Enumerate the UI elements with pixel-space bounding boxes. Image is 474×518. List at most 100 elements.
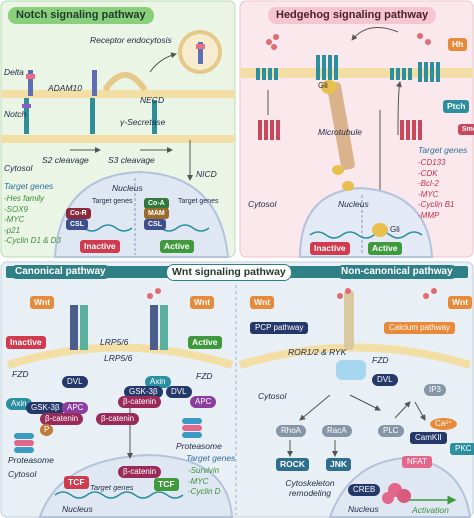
bcat-mid: β-catenin	[96, 413, 140, 425]
ror-label: ROR1/2 & RYK	[288, 347, 347, 357]
canonical-gene-0: -Survivin	[188, 466, 220, 475]
wnt-title: Wnt signaling pathway	[166, 264, 292, 281]
csl-badge-right: CSL	[144, 219, 166, 230]
noncanon-nucleus-label: Nucleus	[348, 504, 379, 514]
rhoa-badge: RhoA	[276, 425, 307, 437]
adam10-label: ADAM10	[48, 83, 83, 93]
hh-ligand-3	[271, 44, 277, 50]
cyto-remodel-label: Cytoskeleton remodeling	[285, 478, 335, 498]
lrp-label-right: LRP5/6	[104, 353, 133, 363]
notch-nucleus-label: Nucleus	[112, 183, 143, 193]
wnt-noncanon-right-badge: Wnt	[448, 296, 473, 309]
activation-label: Activation	[412, 505, 449, 515]
noncanonical-membrane	[238, 343, 472, 369]
wnt-dot-5	[423, 293, 429, 299]
hh-gene-0: -CD133	[418, 158, 446, 167]
hh-arrow-top	[351, 27, 399, 41]
raca-badge: RacA	[322, 425, 352, 437]
dvl-right: DVL	[166, 386, 192, 398]
hh-target-genes-label: Target genes	[418, 145, 468, 155]
notch-nucleus	[53, 170, 230, 258]
nicd-label: NICD	[196, 169, 217, 179]
notch-target-genes-list: -Hes family -SOX9 -MYC -p21 -Cyclin D1 &…	[4, 194, 61, 247]
axin-right: Axin	[145, 376, 171, 388]
notch-inactive-badge: Inactive	[80, 240, 120, 253]
hh-nucleus	[298, 186, 434, 258]
wnt-panel	[0, 261, 474, 518]
canonical-gene-1: -MYC	[188, 476, 209, 486]
pkc-badge: PKC	[450, 443, 474, 455]
ip3-badge: IP3	[424, 384, 447, 396]
creb-badge: CREB	[348, 484, 381, 496]
gamma-secretase-label: γ-Secretase	[120, 117, 166, 127]
hh-cytosol-label: Cytosol	[248, 199, 277, 209]
wnt-noncanon-left-badge: Wnt	[250, 296, 275, 309]
hh-ptch-arrow	[395, 81, 402, 136]
rock-badge: ROCK	[276, 458, 310, 471]
wnt-active-badge: Active	[188, 336, 222, 349]
plc-badge: PLC	[378, 425, 404, 437]
notch-gene-2: -MYC	[4, 215, 25, 224]
wnt-dot-3	[337, 293, 343, 299]
tcf-right: TCF	[154, 478, 179, 491]
wnt-cytosol-left-label: Cytosol	[8, 469, 37, 479]
hh-gene-2: -Bcl-2	[418, 179, 439, 188]
calcium-pathway-badge: Calcium pathway	[384, 322, 455, 334]
nfat-badge: NFAT	[402, 456, 432, 468]
canonical-dna	[54, 491, 184, 499]
co-a-badge: Co-A	[144, 198, 169, 209]
proteasome-right	[182, 418, 202, 438]
axin-left: Axin	[6, 398, 32, 410]
hh-nucleus-label: Nucleus	[338, 199, 369, 209]
receptor-endocytosis-label: Receptor endocytosis	[90, 35, 172, 45]
canonical-membrane	[6, 343, 234, 369]
hh-inactive-badge: Inactive	[310, 242, 350, 255]
notch-target-genes-label: Target genes	[4, 181, 54, 191]
wnt-inactive-badge: Inactive	[6, 336, 46, 349]
notch-active-badge: Active	[160, 240, 194, 253]
calcium-badge: Ca²⁺	[430, 418, 458, 430]
s2-cleavage-label: S2 cleavage	[42, 155, 89, 165]
wnt-left-badge: Wnt	[30, 296, 55, 309]
mam-badge: MAM	[144, 208, 169, 219]
pcp-pathway-badge: PCP pathway	[250, 322, 309, 334]
plc-ip3-arrow	[394, 401, 411, 419]
gli-top	[321, 80, 337, 94]
wnt-dot-6	[431, 288, 437, 294]
notch-tg-inner-left: Target genes	[92, 198, 133, 205]
wnt-receptors	[70, 290, 366, 380]
wnt-dot-4	[345, 288, 351, 294]
apc-right: APC	[190, 396, 217, 408]
co-r-badge: Co-R	[66, 208, 91, 219]
tcf-left: TCF	[64, 476, 89, 489]
s3-cleavage-label: S3 cleavage	[108, 155, 155, 165]
apc-left: APC	[62, 402, 89, 414]
ptch-badge: Ptch	[443, 100, 470, 113]
hh-gene-1: -CDK	[418, 168, 438, 178]
gsk3b-left: GSK-3β	[26, 402, 65, 414]
fzd-noncanon-label: FZD	[372, 355, 389, 365]
notch-receptors	[22, 42, 205, 134]
hh-membrane	[240, 68, 473, 78]
camkii-badge: CamKII	[410, 432, 447, 444]
notch-lower-membrane	[1, 135, 235, 143]
hh-target-genes-list: -CD133 -CDK -Bcl-2 -MYC -Cyclin B1 -MMP	[418, 158, 454, 221]
wnt-dot-2	[155, 288, 161, 294]
delta-label: Delta	[4, 67, 24, 77]
hh-ligand-1	[266, 39, 272, 45]
gli-nucleus	[372, 223, 388, 237]
hh-ligand-4	[417, 33, 423, 39]
notch-cytosol-label: Cytosol	[4, 163, 33, 173]
gli-mid-1	[332, 165, 344, 175]
notch-gene-4: -Cyclin D1 & D3	[4, 236, 61, 245]
notch-gene-0: -Hes family	[4, 194, 45, 203]
dvl-noncanon: DVL	[372, 374, 398, 386]
ip3-ca-arrow	[414, 401, 426, 421]
hh-dna	[309, 231, 423, 239]
necd-label: NECD	[140, 95, 165, 105]
endocytosis-arrow	[149, 52, 177, 73]
ror-arrow-right	[349, 394, 381, 411]
noncanonical-title: Non-canonical pathway	[336, 265, 458, 279]
notch-gene-3: -p21	[4, 225, 21, 235]
